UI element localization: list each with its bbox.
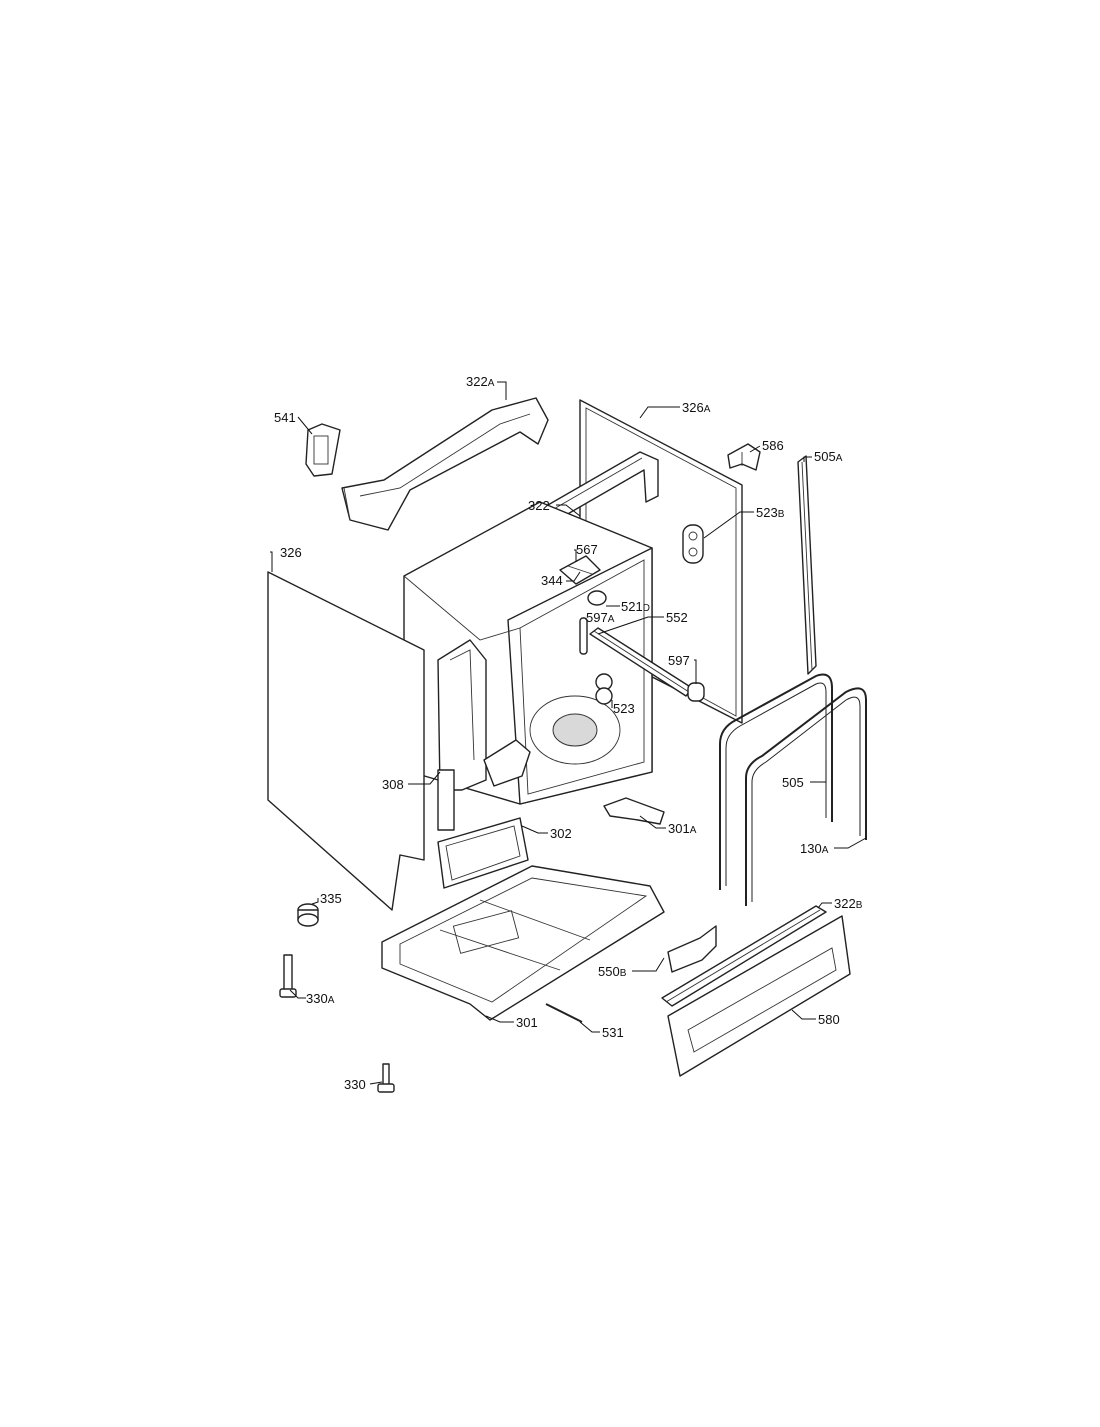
bracket-541 xyxy=(305,423,341,477)
clip-567 xyxy=(559,555,601,585)
strip-505a xyxy=(797,455,817,675)
callout-523b: 523B xyxy=(756,505,785,520)
callout-130a: 130A xyxy=(800,841,829,856)
callout-labels: 541 322A 326A 586 505A 322 523B 326 567 … xyxy=(274,374,863,1092)
side-panel-326 xyxy=(267,571,425,911)
callout-308: 308 xyxy=(382,777,404,792)
callout-586: 586 xyxy=(762,438,784,453)
end-cap-597 xyxy=(687,682,705,702)
fittings-523 xyxy=(595,673,613,705)
screw-330a xyxy=(279,954,297,998)
callout-322a: 322A xyxy=(466,374,495,389)
callout-344: 344 xyxy=(541,573,563,588)
pin-597a xyxy=(579,617,588,655)
door-gasket-505 xyxy=(719,673,833,890)
plate-523b xyxy=(682,524,704,564)
callout-326a: 326A xyxy=(682,400,711,415)
callout-302: 302 xyxy=(550,826,572,841)
callout-550b: 550B xyxy=(598,964,627,979)
callout-541: 541 xyxy=(274,410,296,425)
callout-301a: 301A xyxy=(668,821,697,836)
base-frame-301 xyxy=(381,865,665,1021)
clip-586 xyxy=(727,443,761,471)
callout-567: 567 xyxy=(576,542,598,557)
callout-521d: 521D xyxy=(621,599,650,614)
callout-330a: 330A xyxy=(306,991,335,1006)
screw-330 xyxy=(377,1063,395,1093)
top-rail-322a xyxy=(341,397,549,531)
bracket-550b xyxy=(667,925,717,973)
callout-505: 505 xyxy=(782,775,804,790)
hinge-308 xyxy=(437,639,531,831)
door-gasket-130a xyxy=(745,687,867,906)
foot-335 xyxy=(297,903,319,927)
rail-322b xyxy=(661,905,827,1007)
callout-580: 580 xyxy=(818,1012,840,1027)
callout-552: 552 xyxy=(666,610,688,625)
pin-531 xyxy=(545,1003,583,1023)
callout-330: 330 xyxy=(344,1077,366,1092)
callout-531: 531 xyxy=(602,1025,624,1040)
bracket-301a xyxy=(603,797,665,825)
callout-301: 301 xyxy=(516,1015,538,1030)
leader-lines xyxy=(270,381,867,1085)
frame-302 xyxy=(437,817,529,889)
callout-505a: 505A xyxy=(814,449,843,464)
callout-597: 597 xyxy=(668,653,690,668)
kick-plate-580 xyxy=(667,915,851,1077)
callout-322b: 322B xyxy=(834,896,863,911)
callout-523: 523 xyxy=(613,701,635,716)
callout-597a: 597A xyxy=(586,610,615,625)
cap-521d xyxy=(587,590,607,606)
callout-326: 326 xyxy=(280,545,302,560)
callout-335: 335 xyxy=(320,891,342,906)
callout-322: 322 xyxy=(528,498,550,513)
